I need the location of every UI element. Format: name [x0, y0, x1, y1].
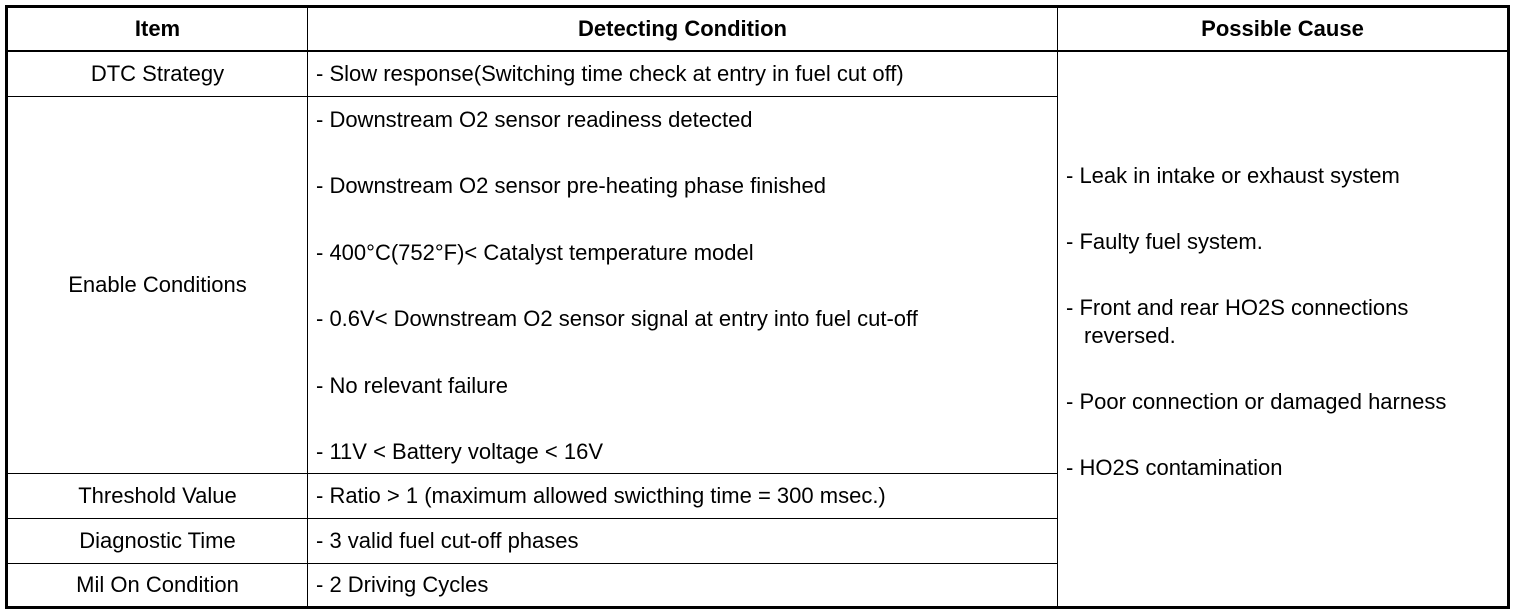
condition-threshold-value: - Ratio > 1 (maximum allowed swicthing t… — [307, 473, 1058, 519]
enable-condition-item: - No relevant failure — [316, 372, 508, 398]
item-mil-on-condition: Mil On Condition — [6, 563, 308, 608]
enable-condition-item: - 400°C(752°F)< Catalyst temperature mod… — [316, 239, 754, 265]
dtc-table: Item Detecting Condition Possible Cause … — [5, 5, 1510, 609]
header-row: Item Detecting Condition Possible Cause — [6, 6, 1509, 52]
condition-dtc-strategy: - Slow response(Switching time check at … — [307, 50, 1058, 97]
header-item: Item — [6, 6, 308, 52]
row-diagnostic-time: Diagnostic Time - 3 valid fuel cut-off p… — [6, 518, 1509, 564]
cause-item: - Leak in intake or exhaust system — [1066, 163, 1400, 188]
enable-condition-item: - 11V < Battery voltage < 16V — [316, 439, 603, 464]
item-enable-conditions: Enable Conditions — [6, 95, 308, 474]
item-threshold-value: Threshold Value — [6, 473, 308, 519]
header-possible-cause: Possible Cause — [1057, 6, 1509, 52]
condition-mil-on-condition: - 2 Driving Cycles — [307, 563, 1058, 608]
cause-item-continuation: reversed. — [1084, 323, 1176, 348]
row-mil-on-condition: Mil On Condition - 2 Driving Cycles — [6, 563, 1509, 608]
condition-enable-conditions: - Downstream O2 sensor readiness detecte… — [307, 95, 1058, 474]
possible-cause-cell: - Leak in intake or exhaust system - Fau… — [1057, 50, 1509, 608]
cause-item: - Faulty fuel system. — [1066, 229, 1263, 254]
item-dtc-strategy: DTC Strategy — [6, 50, 308, 97]
row-dtc-strategy: DTC Strategy - Slow response(Switching t… — [6, 50, 1509, 608]
enable-conditions-list: - Downstream O2 sensor readiness detecte… — [316, 99, 1057, 474]
enable-condition-item: - Downstream O2 sensor readiness detecte… — [316, 106, 753, 132]
item-diagnostic-time: Diagnostic Time — [6, 518, 308, 564]
possible-cause-list: - Leak in intake or exhaust system - Fau… — [1066, 52, 1507, 482]
condition-diagnostic-time: - 3 valid fuel cut-off phases — [307, 518, 1058, 564]
row-enable-conditions: Enable Conditions - Downstream O2 sensor… — [6, 95, 1509, 474]
header-detecting-condition: Detecting Condition — [307, 6, 1058, 52]
enable-condition-item: - Downstream O2 sensor pre-heating phase… — [316, 173, 826, 198]
cause-item: - HO2S contamination — [1066, 455, 1283, 480]
cause-item: - Poor connection or damaged harness — [1066, 389, 1447, 414]
enable-condition-item: - 0.6V< Downstream O2 sensor signal at e… — [316, 306, 918, 331]
